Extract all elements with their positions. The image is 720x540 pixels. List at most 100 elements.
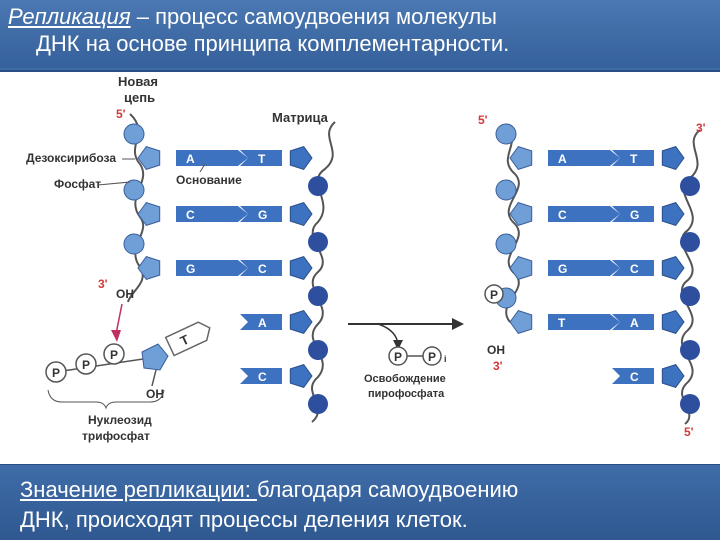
right-new-base-label: A xyxy=(558,152,567,166)
left-template-base-label: G xyxy=(258,208,267,222)
left-template-phosphate xyxy=(308,286,328,306)
left-template-phosphate xyxy=(308,394,328,414)
left-template-base-label: C xyxy=(258,262,267,276)
template-strand-backbone xyxy=(311,121,336,423)
left-template-base-label: C xyxy=(258,370,267,384)
right-template-phosphate xyxy=(680,340,700,360)
reaction-arrow-head xyxy=(452,318,464,330)
right-new-5-end: 5' xyxy=(478,113,488,127)
conclusion-text: благодаря самоудвоению xyxy=(256,477,519,502)
triphosphate-oh: OH xyxy=(146,387,164,401)
right-new-phosphate xyxy=(495,233,517,255)
right-template-phosphate xyxy=(680,394,700,414)
right-template-base-label: G xyxy=(630,208,639,222)
svg-text:P: P xyxy=(428,350,436,364)
svg-text:P: P xyxy=(52,366,60,380)
template-label: Матрица xyxy=(272,110,329,125)
right-template-sugar xyxy=(661,256,685,280)
release-label-2: пирофосфата xyxy=(368,388,445,400)
left-template-base xyxy=(240,368,282,384)
right-new-sugar xyxy=(509,146,533,170)
right-new-base xyxy=(548,150,620,166)
left-template-base-label: A xyxy=(258,316,267,330)
right-new-sugar xyxy=(509,310,533,334)
left-template-sugar xyxy=(289,146,313,170)
left-template-base xyxy=(240,206,282,222)
attack-arrow-head xyxy=(111,330,121,342)
right-new-base-label: T xyxy=(558,316,566,330)
svg-text:P: P xyxy=(394,350,402,364)
left-new-sugar xyxy=(137,146,161,170)
left-template-sugar xyxy=(289,310,313,334)
conclusion-lead: Значение репликации: xyxy=(20,477,257,502)
left-template-sugar xyxy=(289,256,313,280)
nucleoside-label-1: Нуклеозид xyxy=(88,413,152,427)
phosphate-leader xyxy=(97,181,131,186)
svg-text:i: i xyxy=(444,354,447,364)
right-new-base xyxy=(548,314,620,330)
left-new-base-label: G xyxy=(186,262,195,276)
right-new-sugar xyxy=(509,202,533,226)
right-new-phosphate xyxy=(495,123,517,145)
right-template-phosphate xyxy=(680,176,700,196)
right-template-base-label: C xyxy=(630,262,639,276)
right-template-base-label: T xyxy=(630,152,638,166)
right-template-sugar xyxy=(661,146,685,170)
left-new-phosphate xyxy=(123,179,145,201)
left-template-sugar xyxy=(289,202,313,226)
slide-title: Репликация – процесс самоудвоения молеку… xyxy=(0,0,720,68)
right-template-sugar xyxy=(661,310,685,334)
svg-text:P: P xyxy=(82,358,90,372)
incoming-oh-link xyxy=(151,369,157,387)
right-new-base-label: G xyxy=(558,262,567,276)
nucleoside-label-2: трифосфат xyxy=(82,429,150,443)
left-template-sugar xyxy=(289,364,313,388)
new-strand-3-end: 3' xyxy=(98,277,108,291)
right-template-base-label: C xyxy=(630,370,639,384)
svg-text:P: P xyxy=(110,348,118,362)
right-template-base xyxy=(612,206,654,222)
right-template-sugar xyxy=(661,202,685,226)
right-new-base xyxy=(548,206,620,222)
right-oh: OH xyxy=(487,343,505,357)
left-oh: OH xyxy=(116,287,134,301)
right-new-base-label: C xyxy=(558,208,567,222)
conclusion-box: Значение репликации: благодаря самоудвое… xyxy=(0,465,720,540)
right-new-base xyxy=(548,260,620,276)
right-template-phosphate xyxy=(680,232,700,252)
title-line-1: Репликация – процесс самоудвоения молеку… xyxy=(8,4,497,30)
right-new-phosphate xyxy=(495,179,517,201)
conclusion-line-2: ДНК, происходят процессы деления клеток. xyxy=(20,507,468,532)
left-new-base-label: C xyxy=(186,208,195,222)
left-new-base xyxy=(176,260,248,276)
title-line-2: ДНК на основе принципа комплементарности… xyxy=(36,31,510,56)
right-terminal-phosphate: P xyxy=(484,284,504,304)
release-arrow-head xyxy=(393,340,403,350)
triphosphate-chain xyxy=(55,357,151,373)
nucleoside-brace xyxy=(47,389,165,410)
left-new-base xyxy=(176,150,248,166)
right-template-sugar xyxy=(661,364,685,388)
left-new-base-label: A xyxy=(186,152,195,166)
left-new-phosphate xyxy=(123,123,145,145)
title-term: Репликация xyxy=(8,4,131,29)
left-new-sugar xyxy=(137,256,161,280)
new-chain-label-2: цепь xyxy=(124,90,155,105)
pyrophosphate-p1: P xyxy=(388,346,408,366)
new-chain-label-1: Новая xyxy=(118,74,158,89)
base-label: Основание xyxy=(176,173,242,187)
left-template-phosphate xyxy=(308,176,328,196)
incoming-sugar xyxy=(141,343,169,371)
left-template-phosphate xyxy=(308,232,328,252)
incoming-base: T xyxy=(164,321,211,357)
conclusion-line-1: Значение репликации: благодаря самоудвое… xyxy=(20,475,518,505)
svg-text:P: P xyxy=(490,288,498,302)
right-template-3-end: 3' xyxy=(696,121,706,135)
phosphate-circle-3: P xyxy=(103,343,125,365)
right-new-sugar xyxy=(509,256,533,280)
pyrophosphate-p2: P i xyxy=(422,346,447,366)
left-new-phosphate xyxy=(123,233,145,255)
deoxyribose-label: Дезоксирибоза xyxy=(26,151,116,165)
